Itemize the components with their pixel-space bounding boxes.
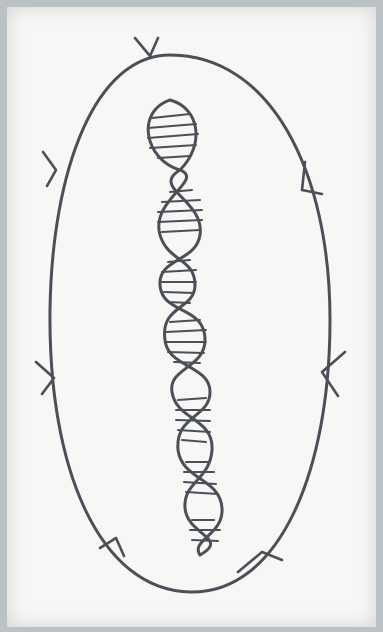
dna-helix — [148, 100, 222, 555]
dna-strand-b — [160, 100, 212, 555]
dna-base-pairs — [148, 114, 220, 541]
arrow-top — [135, 38, 158, 56]
dna-strand-a — [148, 100, 222, 555]
arrow-upper-left — [43, 152, 56, 186]
